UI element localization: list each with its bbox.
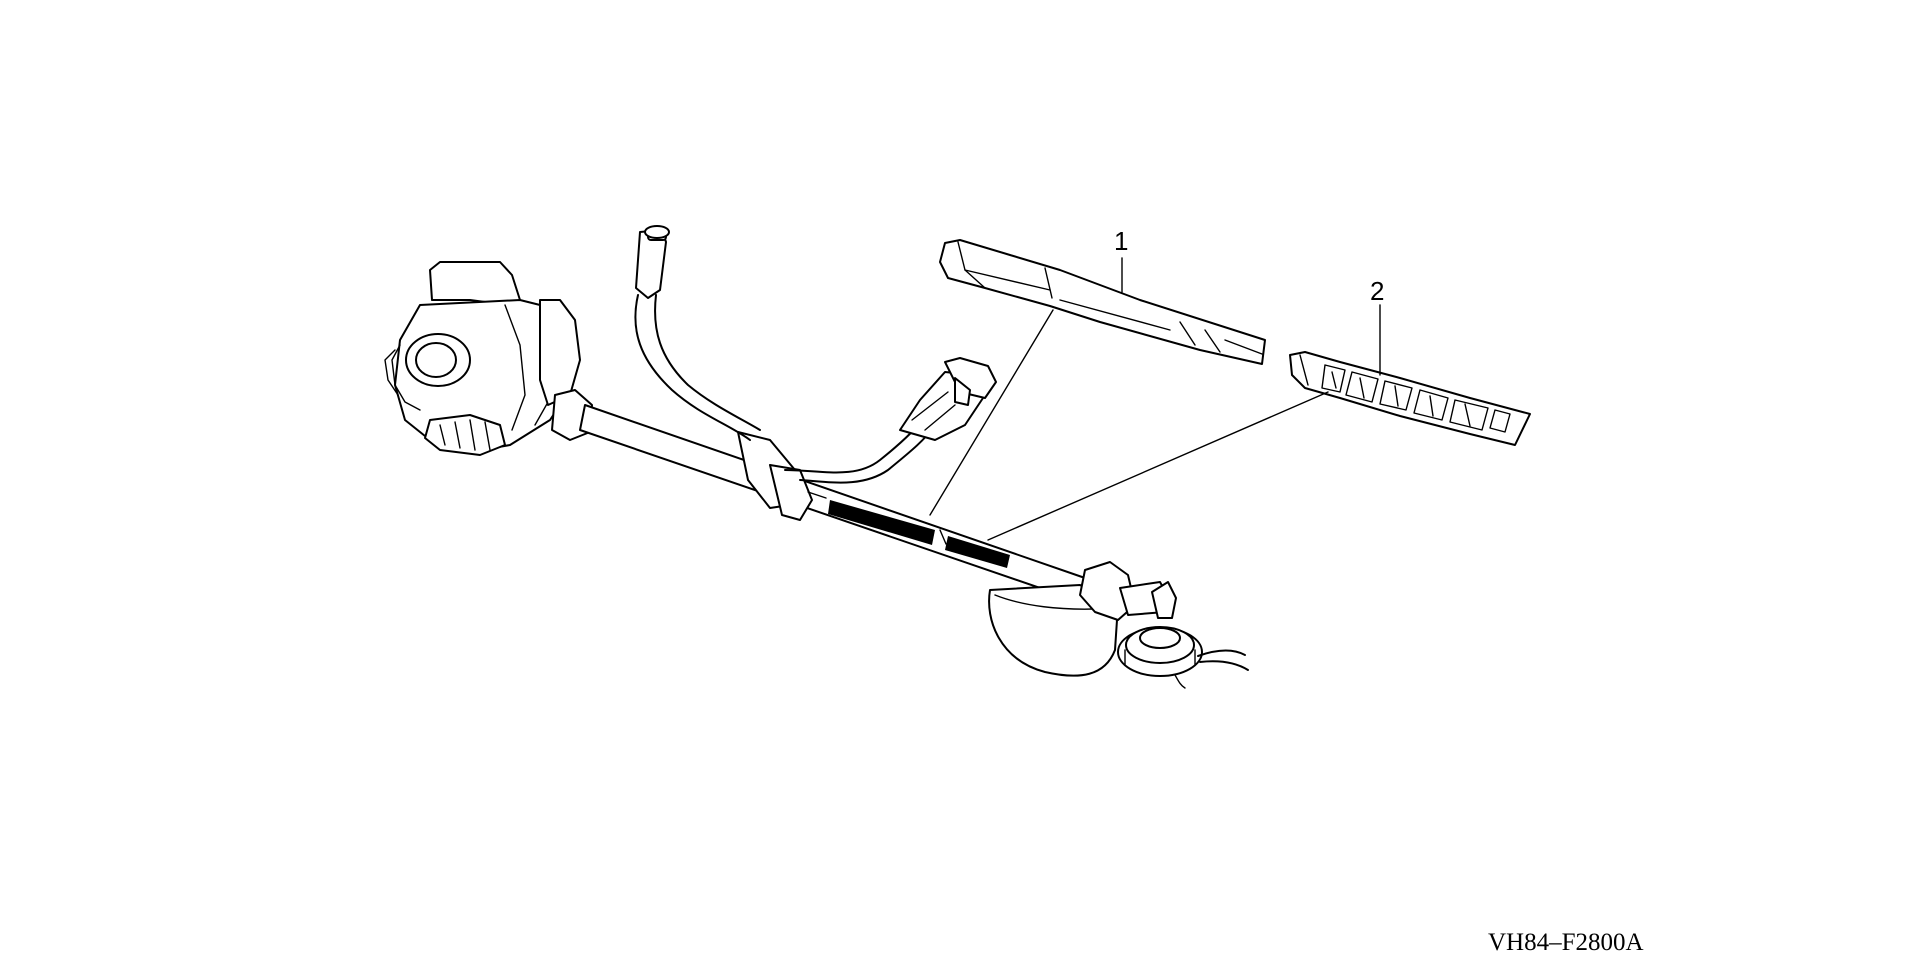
cutting-head xyxy=(988,561,1249,689)
leader-lines xyxy=(929,257,1381,541)
part-2-emblem-decal xyxy=(1289,351,1531,446)
callout-number-2: 2 xyxy=(1370,276,1384,306)
drawing-code-label: VH84–F2800A xyxy=(1488,929,1644,956)
handlebar xyxy=(634,225,997,484)
brush-cutter-illustration xyxy=(384,225,1249,689)
drive-shaft xyxy=(579,404,1086,601)
engine-unit xyxy=(384,261,593,456)
part-1-shaft-decal xyxy=(939,239,1266,365)
leader-line-part-2-to-shaft xyxy=(987,391,1329,541)
leader-line-part-1-to-shaft xyxy=(929,309,1054,516)
callout-number-1: 1 xyxy=(1114,226,1128,256)
